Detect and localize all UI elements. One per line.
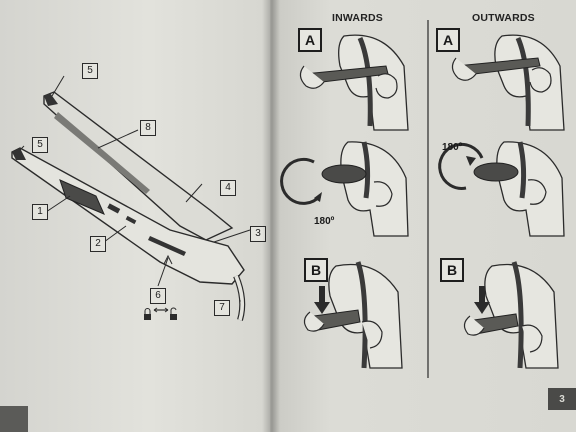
callout-1: 1 [32,204,48,220]
outwards-step-rotate-illustration [438,141,565,237]
inwards-step-a-badge: A [298,28,322,52]
column-divider [427,20,429,378]
callout-5-upper: 5 [82,63,98,79]
hair-straightener-illustration [11,75,251,321]
inwards-step-rotate-illustration [280,141,409,237]
outwards-step-b-illustration [463,261,559,369]
inwards-step-b-illustration [303,261,403,369]
outwards-step-a-badge: A [436,28,460,52]
callout-5-lower: 5 [32,137,48,153]
book-gutter [262,0,280,432]
callout-3: 3 [250,226,266,242]
callout-7: 7 [214,300,230,316]
left-page: 5 5 8 1 2 4 3 6 7 [0,0,270,432]
lock-unlock-icon [144,307,177,320]
right-page: INWARDS OUTWARDS 180º [270,0,576,432]
inwards-step-b-badge: B [304,258,328,282]
outwards-step-a-illustration [451,34,565,131]
left-page-number [0,406,28,432]
callout-2: 2 [90,236,106,252]
right-page-number: 3 [548,388,576,410]
outwards-heading: OUTWARDS [472,12,535,24]
outwards-rotation-label: 180º [442,142,463,153]
callout-4: 4 [220,180,236,196]
callout-8: 8 [140,120,156,136]
outwards-step-b-badge: B [440,258,464,282]
inwards-step-a-illustration [299,34,409,131]
inwards-heading: INWARDS [332,12,383,24]
callout-6: 6 [150,288,166,304]
inwards-rotation-label: 180º [314,216,335,227]
